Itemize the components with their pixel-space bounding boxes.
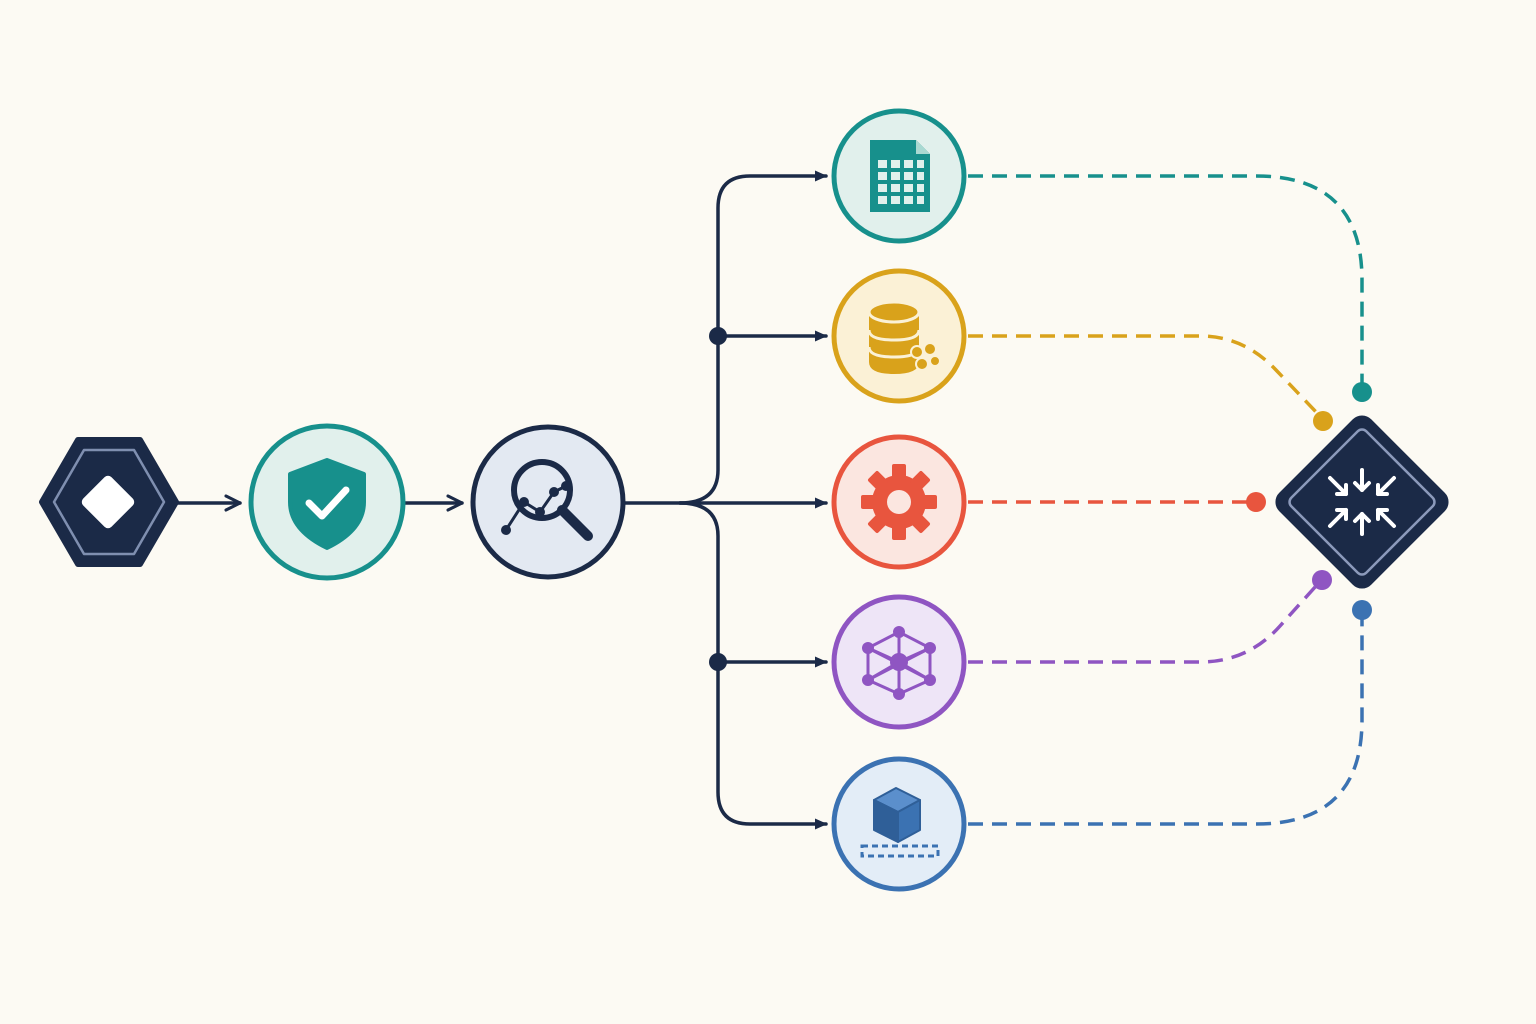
analyze-node[interactable] <box>470 424 626 580</box>
network-node[interactable] <box>831 594 967 730</box>
edge-package-merge <box>968 616 1364 826</box>
network-graph-icon <box>862 626 936 700</box>
start-node[interactable] <box>39 437 179 567</box>
converge-arrows-icon <box>1328 468 1396 536</box>
package-node[interactable] <box>831 756 967 892</box>
magnifier-chart-icon <box>501 459 593 541</box>
shield-check-icon <box>288 458 366 550</box>
edge-analyze-spreadsheet <box>678 170 828 505</box>
spreadsheet-file-icon <box>870 140 930 212</box>
validate-node[interactable] <box>248 423 406 581</box>
database-icon <box>867 300 941 374</box>
edge-spreadsheet-merge <box>968 174 1364 386</box>
merge-node[interactable] <box>1274 414 1449 589</box>
merge-port-purple <box>1312 570 1332 590</box>
edge-database-merge <box>968 334 1320 416</box>
cube-icon <box>860 787 940 858</box>
spreadsheet-node[interactable] <box>831 108 967 244</box>
gear-icon <box>861 464 937 540</box>
diamond-icon <box>81 475 135 529</box>
branch-dot-lower <box>709 653 727 671</box>
merge-port-blue <box>1352 600 1372 620</box>
merge-port-coral <box>1246 492 1266 512</box>
branch-dot-upper <box>709 327 727 345</box>
database-node[interactable] <box>831 268 967 404</box>
edge-network-merge <box>968 584 1318 664</box>
settings-node[interactable] <box>831 434 967 570</box>
merge-port-teal <box>1352 382 1372 402</box>
dashed-connectors <box>968 174 1364 826</box>
merge-port-gold <box>1313 411 1333 431</box>
